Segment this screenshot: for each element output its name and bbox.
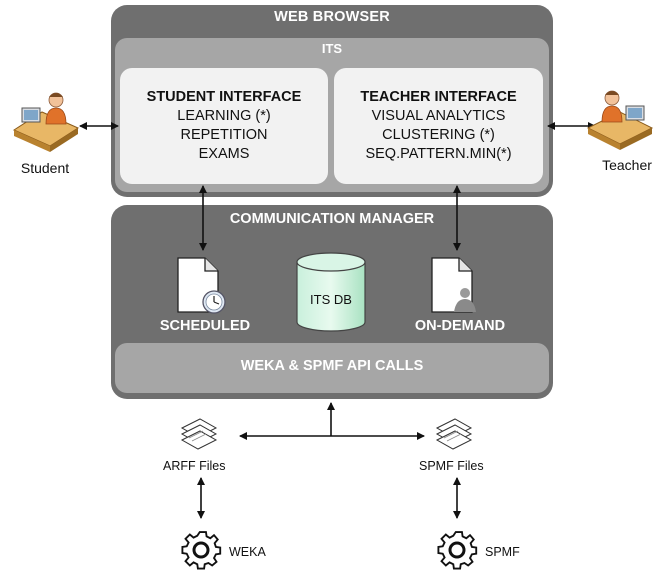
spmf-gear-icon xyxy=(437,531,478,570)
spmf-files-icon xyxy=(435,418,473,450)
arff-files-label: ARFF Files xyxy=(163,459,226,473)
teacher-interface-heading: TEACHER INTERFACE xyxy=(360,89,517,105)
teacher-interface-item: CLUSTERING (*) xyxy=(382,127,495,143)
scheduled-label: SCHEDULED xyxy=(159,318,251,334)
its-db-label: ITS DB xyxy=(310,292,352,307)
teacher-interface-item: SEQ.PATTERN.MIN(*) xyxy=(365,146,512,162)
scheduled-document-icon xyxy=(177,257,226,314)
spmf-engine-label: SPMF xyxy=(485,545,520,559)
its-db-icon xyxy=(296,252,366,332)
communication-manager-title: COMMUNICATION MANAGER xyxy=(229,211,435,227)
its-title: ITS xyxy=(321,41,343,56)
arff-files-icon xyxy=(180,418,218,450)
student-interface-heading: STUDENT INTERFACE xyxy=(146,89,302,105)
weka-label: WEKA xyxy=(229,545,266,559)
student-label: Student xyxy=(20,160,70,176)
teacher-interface-box: TEACHER INTERFACE VISUAL ANALYTICS CLUST… xyxy=(334,68,543,184)
api-calls-bar xyxy=(115,343,549,393)
student-interface-item: LEARNING (*) xyxy=(177,108,271,124)
on-demand-label: ON-DEMAND xyxy=(414,318,506,334)
student-interface-item: REPETITION xyxy=(180,127,268,143)
web-browser-title: WEB BROWSER xyxy=(274,9,390,25)
on-demand-document-icon xyxy=(431,257,476,313)
student-user-icon xyxy=(12,92,80,152)
teacher-interface-item: VISUAL ANALYTICS xyxy=(371,108,506,124)
api-calls-label: WEKA & SPMF API CALLS xyxy=(240,358,424,374)
student-interface-item: EXAMS xyxy=(198,146,250,162)
teacher-label: Teacher xyxy=(602,157,652,173)
teacher-user-icon xyxy=(586,90,654,150)
spmf-files-label: SPMF Files xyxy=(419,459,484,473)
weka-gear-icon xyxy=(181,531,222,570)
student-interface-box: STUDENT INTERFACE LEARNING (*) REPETITIO… xyxy=(120,68,328,184)
